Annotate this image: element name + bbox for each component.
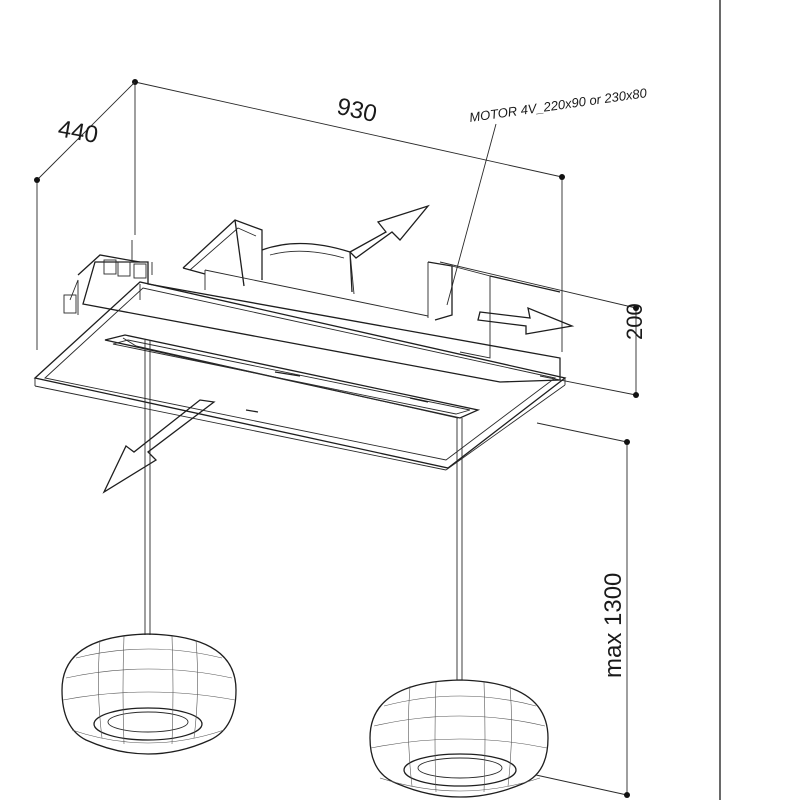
suspension-cables [144, 340, 463, 680]
arrow-intake-down [102, 399, 216, 494]
arrow-exhaust-up [348, 204, 430, 259]
airflow-arrows [102, 204, 575, 494]
pendant-lamp-left [61, 633, 237, 755]
motor-label: MOTOR 4V_220x90 or 230x80 [468, 85, 648, 125]
dimension-height-label: 200 [622, 303, 647, 340]
dimension-drop: max 1300 [535, 422, 630, 798]
hood-body [33, 219, 567, 471]
dimension-height: 200 [439, 261, 647, 398]
dimension-depth-label: 440 [56, 115, 100, 149]
arrow-exhaust-right [477, 306, 575, 335]
dimension-width-label: 930 [334, 93, 379, 128]
dimension-drop-label: max 1300 [600, 573, 627, 678]
motor-callout: MOTOR 4V_220x90 or 230x80 [446, 85, 648, 306]
pendant-lamp-right [369, 679, 549, 798]
